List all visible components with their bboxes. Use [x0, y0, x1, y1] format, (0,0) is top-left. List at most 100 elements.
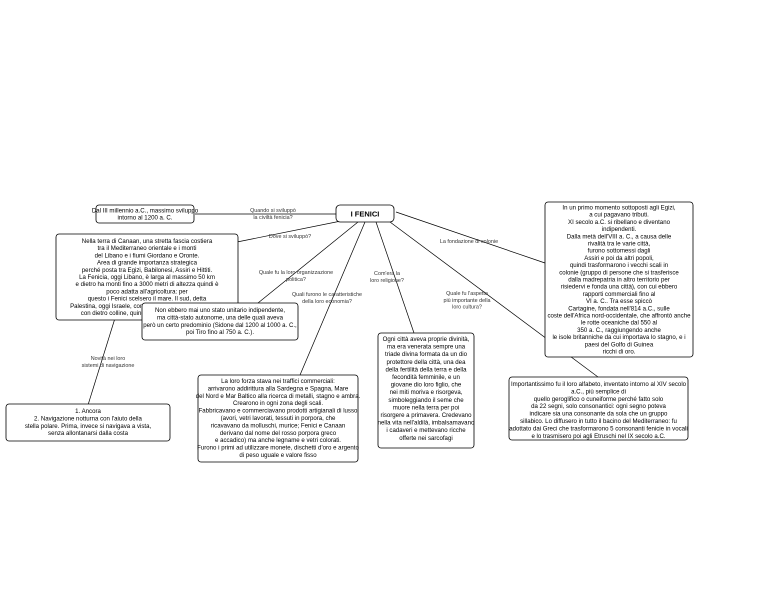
text-line: Area di grande importanza strategica — [97, 260, 198, 267]
text-line: e lo trasmisero poi agli Etruschi nel IX… — [531, 433, 665, 440]
text-line: triade divina formata da un dio — [385, 351, 468, 358]
text-line: a.C., più semplice di — [571, 388, 626, 395]
text-line: Importantissimo fu il loro alfabeto, inv… — [511, 381, 687, 388]
text-line: della loro economia? — [302, 299, 352, 305]
text-line: fecondità femminile, e un — [392, 374, 460, 381]
text-line: 350 a. C., raggiungendo anche — [577, 327, 661, 334]
text-line: e dietro ha monti fino a 3000 metri di a… — [76, 281, 220, 288]
text-line: i cadaveri e mettevano ricche — [386, 427, 466, 434]
text-line: rivalità tra le varie città, — [588, 241, 651, 248]
edge-label-dove: Dove si sviluppò? — [269, 234, 311, 240]
connector-terra — [236, 219, 347, 243]
text-line: del Nord e Mar Baltico alla ricerca di m… — [196, 393, 361, 400]
text-line: ma era venerata sempre una — [387, 344, 466, 351]
text-line: Quali furono le caratteristiche — [292, 292, 362, 298]
node-cultura: Importantissimo fu il loro alfabeto, inv… — [508, 376, 689, 441]
text-line: muore nella terra per poi — [393, 404, 459, 411]
central-title: I FENICI — [351, 210, 380, 219]
text-line: giovane dio loro figlio, che — [391, 382, 462, 389]
text-line: quindi trasformarono i vecchi scali in — [570, 262, 668, 269]
text-line: Crearono in ogni zona degli scali. — [233, 400, 323, 407]
text-line: sillabico. Lo diffusero in tutto il baci… — [520, 418, 677, 425]
node-politica-text: Non ebbero mai uno stato unitario indipe… — [143, 307, 297, 336]
text-line: paesi del Golfo di Guinea — [585, 341, 654, 348]
central-node: I FENICI — [335, 204, 395, 223]
text-line: Quando si sviluppò — [250, 208, 296, 214]
text-line: protettore della città, una dea — [387, 359, 467, 366]
text-line: Cartagine, fondata nell'814 a.C., sulle — [568, 305, 670, 312]
text-line: Quale fu la loro organizzazione — [259, 270, 333, 276]
text-line: da 22 segni, solo consonantici: ogni seg… — [531, 403, 666, 410]
text-line: arrivarono addirittura alla Sardegna e S… — [208, 385, 349, 392]
text-line: nella vita nell'aldilà, imbalsamavano — [378, 420, 475, 427]
text-line: ricavavano da molluschi, murice; Fenici … — [211, 422, 345, 429]
text-line: 2. Navigazione notturna con l'aiuto dell… — [34, 415, 142, 422]
text-line: furono sottomessi dagli — [588, 248, 651, 255]
text-line: Non ebbero mai uno stato unitario indipe… — [155, 307, 285, 314]
text-line: intorno al 1200 a. C. — [118, 215, 173, 222]
text-line: adottato dai Greci che trasformarono 5 c… — [509, 425, 688, 432]
text-line: loro cultura? — [452, 305, 482, 311]
text-line: indipendenti. — [602, 226, 637, 233]
node-religione-text: Ogni città aveva proprie divinità,ma era… — [378, 336, 475, 442]
text-line: quello geroglifico o cuneiforme perché f… — [534, 396, 664, 403]
edge-label-colonie: La fondazione di colonie — [440, 239, 498, 245]
text-line: XI secolo a.C. si ribellano e diventano — [568, 219, 671, 226]
text-line: tra il Mediterraneo orientale e i monti — [98, 245, 197, 252]
text-line: e accadico) ma anche legname e vetri col… — [215, 437, 341, 444]
text-line: loro religione? — [370, 278, 404, 284]
text-line: 1. Ancora — [75, 408, 101, 415]
text-line: di peso uguale e valore fisso — [239, 452, 317, 459]
connector-colonie — [395, 211, 546, 264]
text-line: però un certo predominio (Sidone dal 120… — [143, 322, 297, 329]
text-line: la civiltà fenicia? — [253, 215, 292, 221]
text-line: perché posta tra Egizi, Babilonesi, Assi… — [82, 267, 213, 274]
text-line: risorgere a primavera. Credevano — [380, 412, 472, 419]
text-line: politica? — [286, 277, 306, 283]
text-line: Dal III millennio a.C., massimo sviluppo — [92, 208, 199, 215]
text-line: nei miti moriva e risorgeva, — [390, 389, 463, 396]
text-line: le rotte oceaniche dal 550 al — [581, 320, 657, 327]
node-cultura-text: Importantissimo fu il loro alfabeto, inv… — [509, 381, 688, 440]
text-line: poco adatta all'agricoltura: per — [106, 288, 187, 295]
text-line: Fabbricavano e commerciavano prodotti ar… — [199, 408, 358, 415]
text-line: della fertilità della terra e della — [386, 366, 468, 373]
text-line: Com'era la — [374, 271, 400, 277]
text-line: le isole britanniche da cui importava lo… — [552, 334, 685, 341]
text-line: a cui pagavano tributi. — [589, 212, 649, 219]
text-line: Dalla metà dell'VIII a. C., a causa dell… — [567, 233, 672, 240]
text-line: La fondazione di colonie — [440, 239, 498, 245]
text-line: risiedervi e fonda una città), con cui e… — [561, 284, 678, 291]
text-line: La Fenicia, oggi Libano, è larga al mass… — [79, 274, 215, 281]
text-line: senza allontanarsi dalla costa — [48, 430, 129, 437]
text-line: poi Tiro fino al 750 a. C.). — [186, 329, 254, 336]
text-line: Ogni città aveva proprie divinità, — [383, 336, 470, 343]
node-colonie: In un primo momento sottoposti agli Egiz… — [544, 201, 694, 358]
text-line: stella polare. Prima, invece si navigava… — [25, 423, 152, 430]
node-sviluppo: Dal III millennio a.C., massimo sviluppo… — [92, 204, 199, 224]
node-colonie-text: In un primo momento sottoposti agli Egiz… — [548, 205, 692, 356]
text-line: simboleggiando il seme che — [388, 397, 464, 404]
node-religione: Ogni città aveva proprie divinità,ma era… — [377, 332, 475, 449]
text-line: Assiri e poi da altri popoli, — [584, 255, 654, 262]
node-politica: Non ebbero mai uno stato unitario indipe… — [141, 302, 299, 341]
text-line: colonie (gruppo di persone che si trasfe… — [559, 269, 679, 276]
text-line: rapporti commerciali fino al — [583, 291, 656, 298]
node-economia-text: La loro forza stava nei traffici commerc… — [196, 378, 361, 459]
connector-politica — [257, 221, 359, 304]
node-economia: La loro forza stava nei traffici commerc… — [196, 374, 361, 463]
concept-nodes: I FENICI Dal III millennio a.C., massimo… — [5, 201, 694, 463]
text-line: dalla madrepatria in altro territorio pe… — [568, 277, 670, 284]
text-line: derivano dal nome del rosso porpora grec… — [220, 430, 337, 437]
text-line: del Libano e i fiumi Giordano e Oronte. — [95, 252, 200, 259]
text-line: In un primo momento sottoposti agli Egiz… — [562, 205, 675, 212]
text-line: indicare sia una consonante da sola che … — [530, 411, 668, 418]
text-line: Nella terra di Canaan, una stretta fasci… — [82, 238, 213, 245]
